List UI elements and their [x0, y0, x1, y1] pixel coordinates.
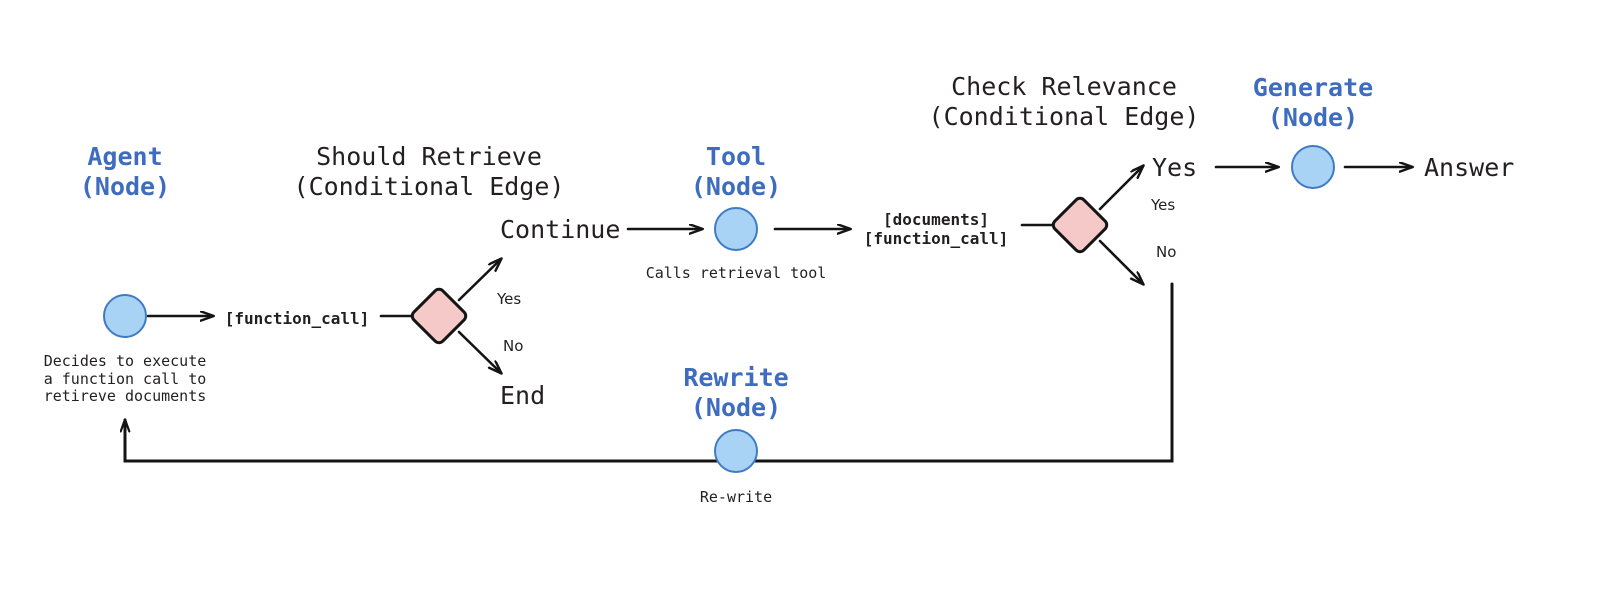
branch-label-should-retrieve-yes: Yes: [497, 290, 522, 308]
decision-should-retrieve[interactable]: [407, 284, 471, 348]
node-title-agent: Agent(Node): [79, 142, 171, 201]
edge-label-documents-function-call: [documents][function_call]: [863, 210, 1009, 248]
edge-should-retrieve-no: [457, 330, 501, 373]
edge-label-end: End: [500, 381, 546, 410]
node-title-generate: Generate(Node): [1252, 73, 1374, 132]
node-caption-rewrite: Re-write: [699, 488, 773, 506]
edge-label-answer: Answer: [1424, 153, 1515, 182]
conditional-edge-title-should-retrieve: Should Retrieve(Conditional Edge): [293, 142, 565, 201]
decision-check-relevance[interactable]: [1048, 193, 1112, 257]
node-rewrite-circle[interactable]: [714, 429, 758, 473]
edge-check-relevance-no: [1098, 239, 1143, 284]
node-tool-circle[interactable]: [714, 207, 758, 251]
node-title-tool: Tool(Node): [690, 142, 782, 201]
edge-check-relevance-yes: [1098, 166, 1143, 211]
edge-label-function-call: [function_call]: [224, 309, 370, 328]
node-generate-circle[interactable]: [1291, 145, 1335, 189]
branch-label-should-retrieve-no: No: [503, 337, 524, 355]
branch-label-check-relevance-no: No: [1156, 243, 1177, 261]
edge-label-yes-generate: Yes: [1152, 153, 1198, 182]
node-title-rewrite: Rewrite(Node): [683, 363, 789, 422]
node-caption-tool: Calls retrieval tool: [645, 264, 827, 282]
node-agent-circle[interactable]: [103, 294, 147, 338]
edge-label-continue: Continue: [500, 215, 621, 244]
branch-label-check-relevance-yes: Yes: [1151, 196, 1176, 214]
edge-should-retrieve-yes: [457, 259, 501, 302]
conditional-edge-title-check-relevance: Check Relevance(Conditional Edge): [928, 72, 1200, 131]
